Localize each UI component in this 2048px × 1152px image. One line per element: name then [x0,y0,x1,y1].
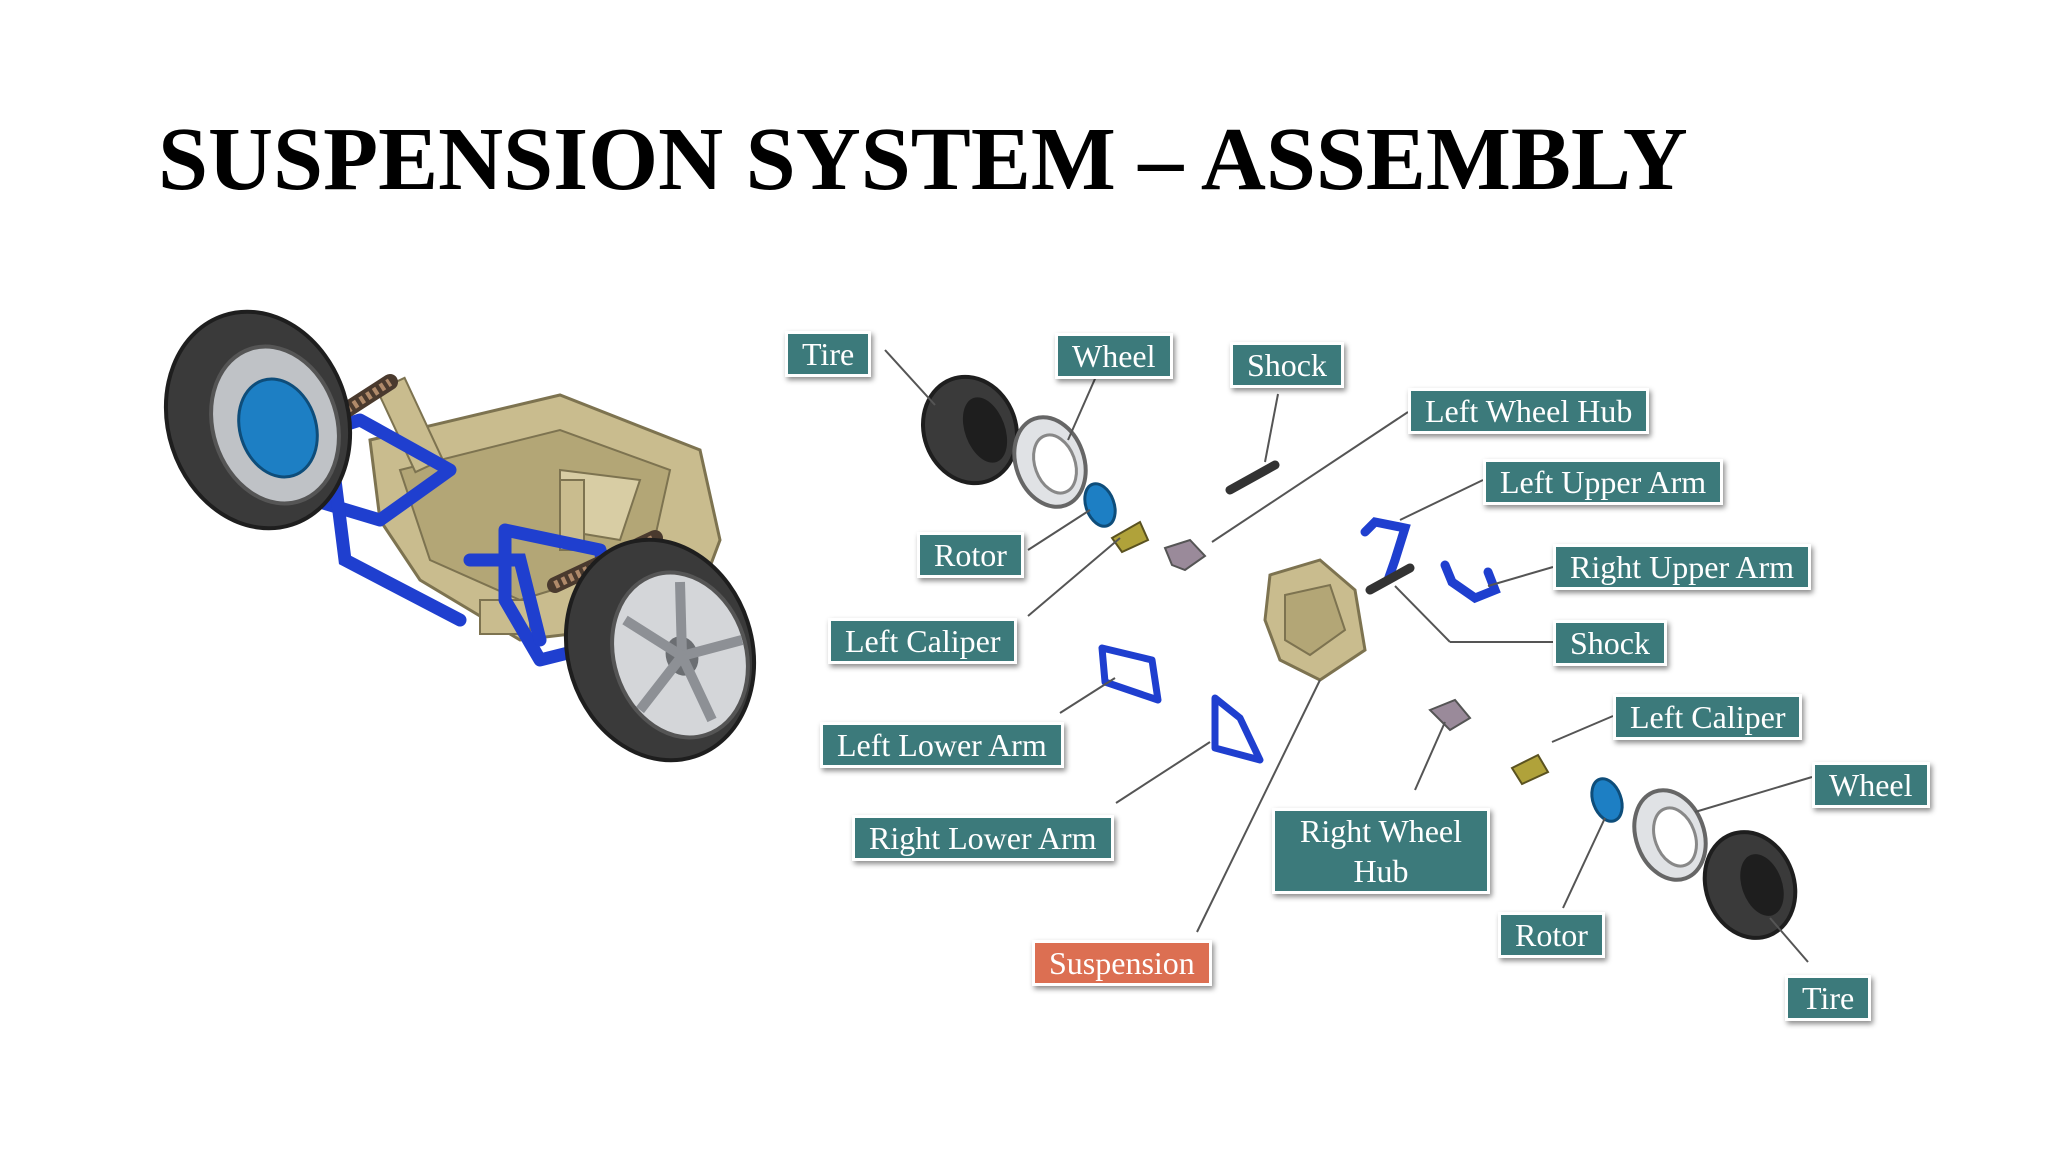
label-wheel-left: Wheel [1055,333,1173,379]
label-right-upper-arm: Right Upper Arm [1553,544,1811,590]
label-left-upper-arm: Left Upper Arm [1483,459,1724,505]
label-left-lower-arm: Left Lower Arm [820,722,1064,768]
assembled-suspension-illustration [163,309,757,763]
label-wheel-right: Wheel [1812,762,1930,808]
label-rotor-right: Rotor [1498,912,1605,958]
label-left-wheel-hub: Left Wheel Hub [1408,388,1650,434]
label-shock-top: Shock [1230,342,1344,388]
label-tire-left: Tire [785,331,872,377]
label-suspension: Suspension [1032,940,1212,986]
label-right-wheel-hub: Right Wheel Hub [1272,808,1490,894]
label-left-caliper-left: Left Caliper [828,618,1018,664]
leader-lines [884,349,1813,963]
label-rotor-left: Rotor [917,532,1024,578]
slide-title: SUSPENSION SYSTEM – ASSEMBLY [158,110,1688,209]
label-shock-right: Shock [1553,620,1667,666]
label-tire-right: Tire [1785,975,1872,1021]
label-left-caliper-right: Left Caliper [1613,694,1803,740]
label-right-lower-arm: Right Lower Arm [852,815,1114,861]
